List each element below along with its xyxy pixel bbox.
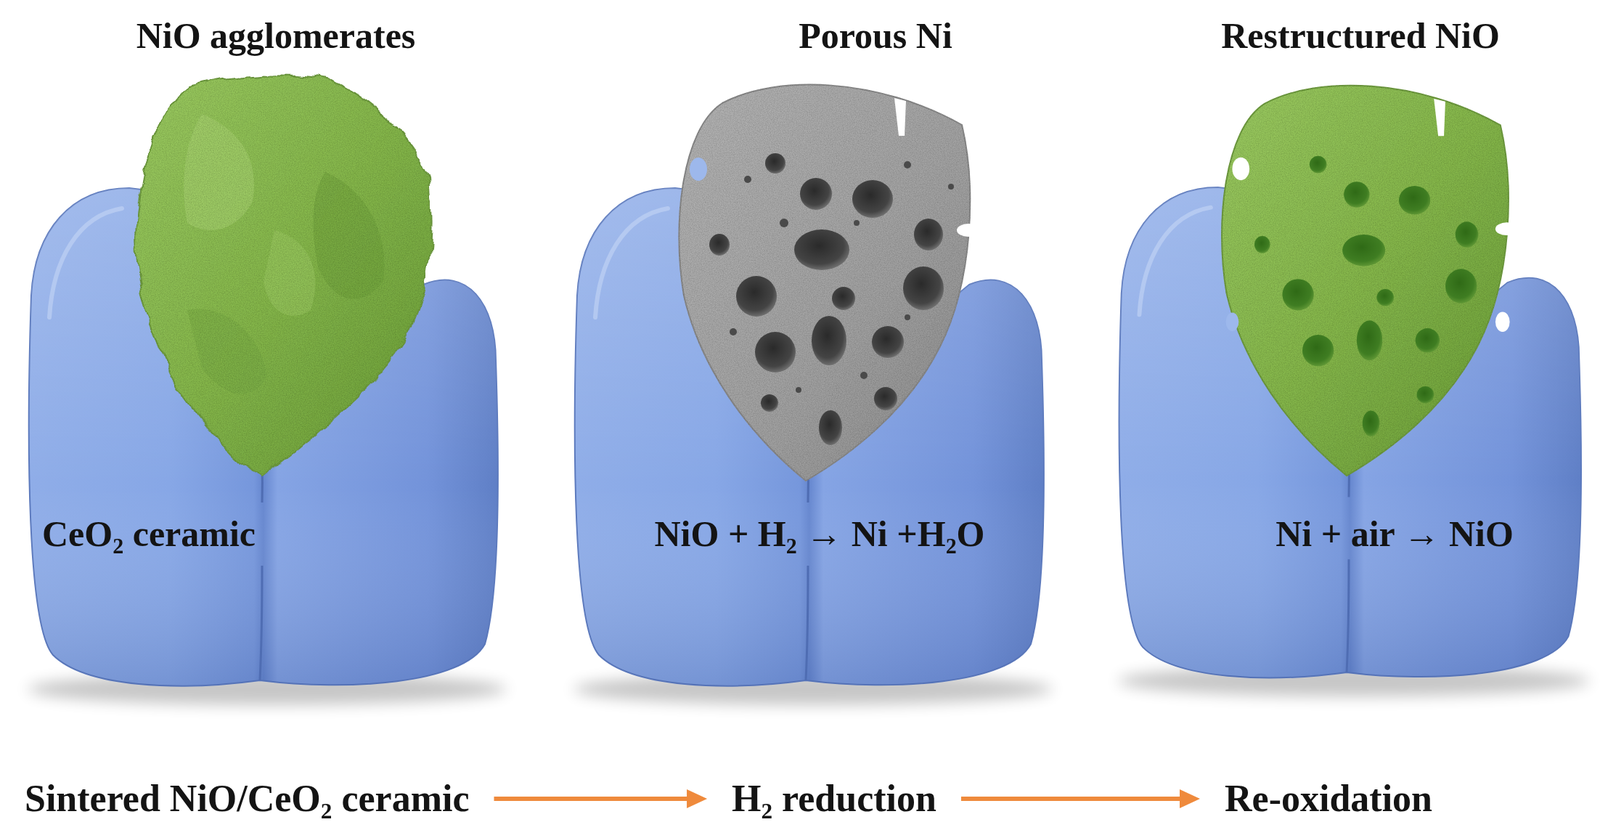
porous-nickel-part xyxy=(874,386,898,411)
nio-agglomerate-part xyxy=(187,308,268,394)
restructured-nio-part xyxy=(1445,268,1477,303)
restructured-nio-part xyxy=(1343,181,1370,207)
porous-nickel-part xyxy=(860,371,868,379)
porous-nickel-part xyxy=(709,233,730,256)
illustration-panel: Restructured NiO Ni + air → NiO xyxy=(1103,5,1595,703)
panel-reduced xyxy=(573,84,1053,705)
porous-nickel-part xyxy=(831,286,856,310)
restructured-nio-part xyxy=(1455,221,1479,247)
nio-agglomerate-part xyxy=(183,113,255,231)
porous-nickel-part xyxy=(818,410,843,446)
illustration-panel: Porous Ni NiO + H₂ → Ni +H₂O xyxy=(558,5,1068,703)
arrow-head xyxy=(686,789,708,808)
arrow-shaft xyxy=(493,796,693,801)
porous-nickel-part xyxy=(794,229,850,271)
arrow-head xyxy=(1179,789,1200,808)
restructured-nio xyxy=(1221,85,1518,476)
porous-nickel-part xyxy=(736,275,777,317)
restructured-nio-part xyxy=(1415,328,1440,353)
process-step: Sintered NiO/CeO₂ ceramic xyxy=(15,776,494,821)
porous-nickel-part xyxy=(760,394,779,412)
porous-nickel-part xyxy=(754,331,796,373)
panel-title: NiO agglomerates xyxy=(136,15,416,56)
restructured-nio-part xyxy=(1398,185,1431,215)
porous-nickel-part xyxy=(948,183,954,190)
panel-title: Porous Ni xyxy=(798,15,953,56)
restructured-nio-part xyxy=(1495,311,1510,332)
ceramic-label: CeO₂ ceramic xyxy=(42,513,256,554)
porous-nickel-part xyxy=(800,177,832,210)
reaction-label: Ni + air → NiO xyxy=(1275,513,1514,554)
restructured-nio-part xyxy=(1362,410,1381,436)
panel-reoxidised xyxy=(1117,85,1590,697)
panel-title: Restructured NiO xyxy=(1221,15,1500,56)
porous-nickel-part xyxy=(779,218,789,228)
porous-nickel-part xyxy=(811,315,847,366)
porous-nickel-part xyxy=(904,314,911,321)
porous-nickel-part xyxy=(913,218,944,251)
restructured-nio-part xyxy=(1282,278,1314,310)
porous-nickel-part xyxy=(795,386,802,393)
reaction-label: NiO + H₂ → Ni +H₂O xyxy=(654,513,985,554)
restructured-nio-part xyxy=(1417,386,1435,404)
illustration-panel: NiO agglomeratesCeO₂ ceramic xyxy=(14,5,516,703)
restructured-nio-part xyxy=(1254,235,1271,254)
process-step: H₂ reduction xyxy=(707,776,962,821)
porous-nickel-part xyxy=(894,98,906,136)
porous-nickel-part xyxy=(956,223,981,237)
step-label: Re-oxidation xyxy=(1224,777,1433,819)
porous-nickel xyxy=(678,84,981,481)
porous-nickel-part xyxy=(853,219,860,226)
porous-nickel-part xyxy=(689,157,708,181)
restructured-nio-part xyxy=(1221,85,1509,476)
porous-nickel-part xyxy=(871,325,904,358)
porous-nickel-part xyxy=(765,153,786,174)
porous-nickel-part xyxy=(678,84,970,481)
restructured-nio-part xyxy=(1309,156,1328,174)
restructured-nio-part xyxy=(1433,98,1446,136)
nio-agglomerate-part xyxy=(263,230,316,316)
restructured-nio-part xyxy=(1495,222,1519,236)
process-arrow xyxy=(493,789,708,808)
nio-agglomerate-part xyxy=(135,74,431,479)
nio-agglomerate xyxy=(135,74,431,479)
restructured-nio-part xyxy=(1231,157,1250,181)
restructured-nio-part xyxy=(1342,234,1386,266)
step-label: H₂ reduction xyxy=(731,777,937,819)
arrow-shaft xyxy=(961,796,1186,801)
porous-nickel-part xyxy=(852,180,893,218)
restructured-nio-part xyxy=(1302,334,1334,366)
porous-nickel-part xyxy=(903,161,912,169)
porous-nickel-part xyxy=(903,266,944,310)
restructured-nio-part xyxy=(1356,320,1383,361)
porous-nickel-part xyxy=(729,328,737,336)
step-label: Sintered NiO/CeO₂ ceramic xyxy=(24,777,469,819)
restructured-nio-part xyxy=(1376,288,1394,307)
restructured-nio-part xyxy=(1226,312,1240,332)
process-step: Re-oxidation xyxy=(1200,776,1442,821)
nio-agglomerate-part xyxy=(312,172,385,300)
process-arrow xyxy=(961,789,1200,808)
panel-sintered xyxy=(27,74,507,705)
porous-nickel-part xyxy=(744,175,752,183)
